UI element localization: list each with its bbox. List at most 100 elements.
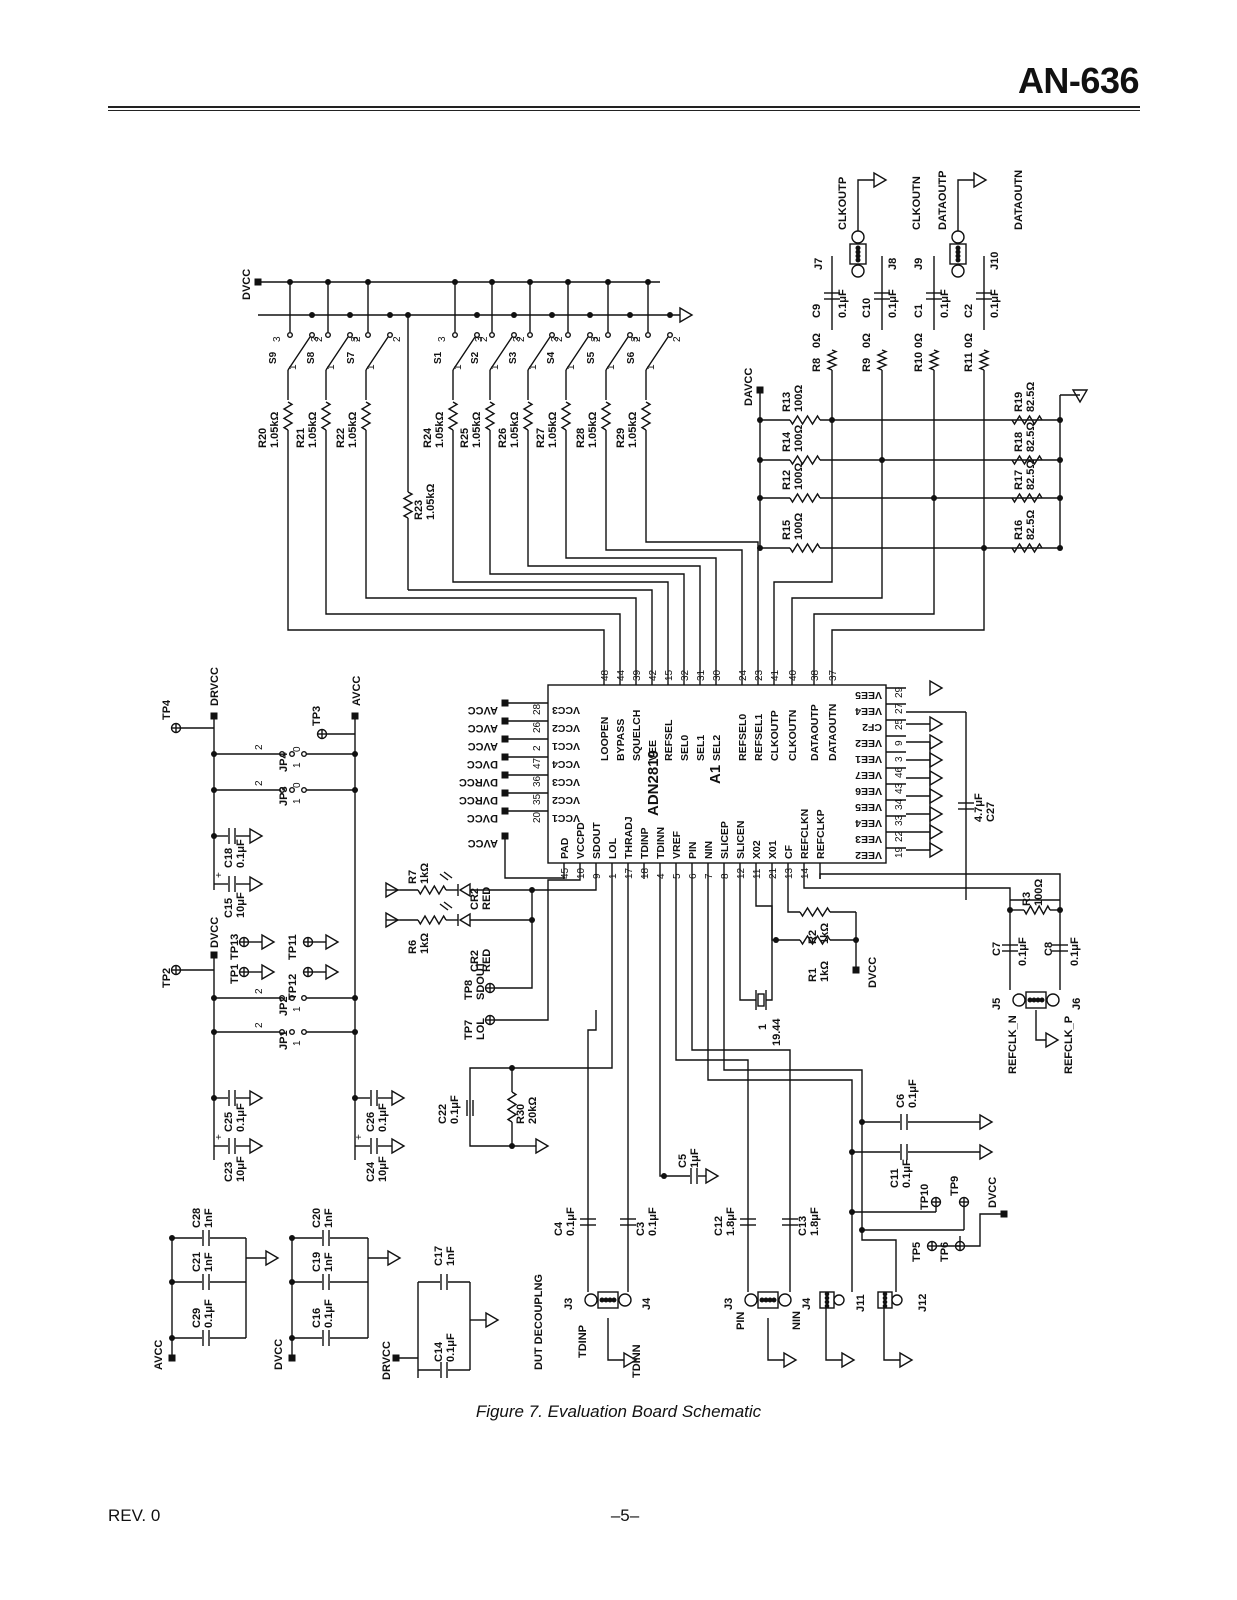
- switch-blade: [645, 336, 669, 371]
- page-number: –5–: [610, 1506, 640, 1525]
- pin-name: LOL: [607, 837, 619, 859]
- ic-part-label: ADN2819: [645, 750, 662, 816]
- ground-icon: [899, 1351, 914, 1369]
- sma-connector-icon: [824, 1295, 830, 1301]
- dvcc-r-label: DVCC: [867, 957, 879, 988]
- pin-name: VEE3: [855, 833, 882, 845]
- junction-dot: [211, 833, 217, 839]
- dut-decoupling-label: DUT DECOUPLNG: [533, 1274, 545, 1370]
- switch-pin: 3: [590, 336, 601, 342]
- pin-circle-icon: [347, 332, 354, 339]
- decoupling-cap-value: 1nF: [203, 1252, 215, 1272]
- pin-name: VCC2: [552, 794, 580, 806]
- decoupling-cap-ref: C21: [191, 1252, 203, 1272]
- pulldown-ref: R19: [1013, 392, 1025, 412]
- junction-dot: [169, 1335, 175, 1341]
- refclk-p-label: REFCLK_P: [1063, 1016, 1075, 1074]
- resistor-symbol: [928, 349, 940, 371]
- pin-circle-icon: [279, 995, 286, 1002]
- junction-dot: [587, 312, 593, 318]
- switch-pin: 2: [314, 336, 325, 342]
- junction-dot: [287, 279, 293, 285]
- wire: [587, 1010, 597, 1276]
- junction-dot: [773, 937, 779, 943]
- wire: [723, 879, 897, 1292]
- pin-number: 12: [736, 867, 747, 879]
- pin-number: 31: [696, 669, 707, 681]
- pin-circle-icon: [325, 332, 332, 339]
- resistor-symbol: [876, 349, 888, 371]
- ground-icon: [979, 1113, 994, 1131]
- pin-name: SEL1: [695, 735, 707, 761]
- switch-pin: 1: [366, 364, 377, 370]
- decoupling-cap-ref: C20: [311, 1208, 323, 1228]
- pin-name: SEL0: [679, 735, 691, 761]
- led-icon: [458, 882, 471, 898]
- pin-circle-icon: [287, 332, 294, 339]
- pin-name: TDINP: [639, 828, 651, 860]
- pin-name: VCC3: [552, 704, 580, 716]
- jp-pin: 2: [254, 1022, 265, 1028]
- pin-number: 36: [532, 775, 543, 787]
- c11-value: 0.1μF: [901, 1159, 913, 1188]
- jp-pin: 1: [292, 798, 303, 804]
- resistor-symbol: [826, 349, 838, 371]
- switch-pin: 3: [550, 336, 561, 342]
- junction-dot: [511, 312, 517, 318]
- sma-connector-icon: [618, 1293, 632, 1307]
- pullup-value: 100Ω: [793, 425, 805, 452]
- junction-dot: [289, 1279, 295, 1285]
- wire: [771, 879, 800, 941]
- net-label: DVCC: [467, 812, 498, 824]
- pin-number: 17: [624, 867, 635, 879]
- pin-number: 47: [532, 757, 543, 769]
- junction-dot: [352, 751, 358, 757]
- pullup-value: 100Ω: [793, 463, 805, 490]
- switch-blade: [287, 336, 311, 371]
- pin-number: 15: [664, 669, 675, 681]
- jumper-label: JP2: [278, 996, 290, 1016]
- ground-icon: [929, 805, 944, 823]
- decoupling-net-label: AVCC: [153, 1340, 165, 1370]
- jp-pin: 0: [292, 782, 303, 788]
- ground-icon: [1071, 389, 1089, 404]
- r30-ref: R30: [515, 1104, 527, 1124]
- pin-name: NIN: [703, 841, 715, 859]
- tp6-label: TP6: [939, 1242, 951, 1262]
- wire: [607, 1318, 624, 1361]
- junction-dot: [829, 417, 835, 423]
- pin-number: 39: [632, 669, 643, 681]
- power-terminal-icon: [501, 789, 509, 797]
- series-res-value: 0Ω: [811, 333, 823, 348]
- nin-label: NIN: [791, 1311, 803, 1330]
- switch-pin: 2: [479, 336, 490, 342]
- switch-pin: 2: [672, 336, 683, 342]
- signal-trace: [287, 430, 605, 665]
- resistor-ref: R27: [535, 428, 547, 448]
- tp10-label: TP10: [919, 1184, 931, 1210]
- resistor-value: 1.05kΩ: [509, 411, 521, 448]
- resistor-symbol: [282, 401, 294, 431]
- junction-dot: [529, 917, 535, 923]
- cap-ref: C2: [963, 304, 975, 318]
- switch-ref: S2: [470, 351, 481, 364]
- switch-pin: 1: [646, 364, 657, 370]
- ground-icon: [929, 823, 944, 841]
- tp5-label: TP5: [911, 1242, 923, 1262]
- sma-connector-icon: [771, 1297, 777, 1303]
- wire: [883, 1308, 900, 1361]
- pin-name: THRADJ: [623, 816, 635, 859]
- tp7-sig: LOL: [475, 1018, 487, 1040]
- power-terminal-icon: [1000, 1210, 1008, 1218]
- led-icon: [439, 903, 449, 911]
- r3-ref: R3: [1021, 892, 1033, 906]
- pin-circle-icon: [565, 332, 572, 339]
- switch-pin: 2: [352, 336, 363, 342]
- pin-circle-icon: [309, 332, 316, 339]
- junction-dot: [489, 279, 495, 285]
- jp-pin: 1: [292, 1040, 303, 1046]
- c13-ref: C13: [797, 1216, 809, 1236]
- pin-name: VEE2: [855, 849, 882, 861]
- signal-trace: [831, 540, 985, 665]
- dvcc-label-left: DVCC: [209, 917, 221, 948]
